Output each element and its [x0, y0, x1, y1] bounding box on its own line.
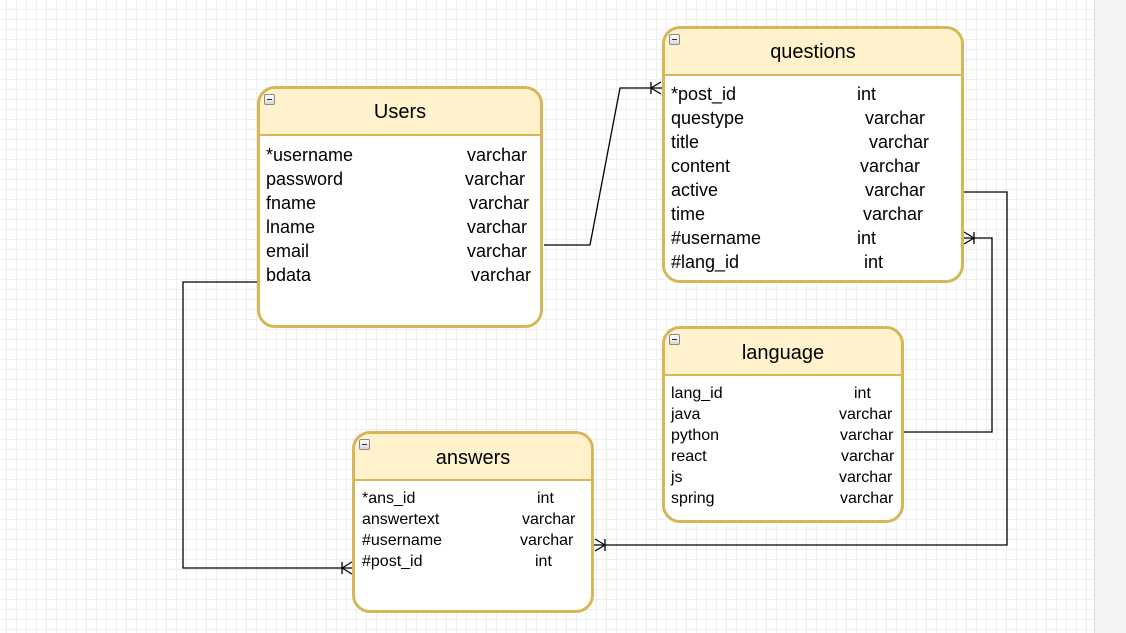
attribute-row[interactable]: questype varchar: [665, 108, 961, 132]
attribute-type: varchar: [520, 532, 574, 549]
attribute-list: *post_id int questype varchar title varc…: [665, 84, 961, 276]
attribute-name: js: [671, 469, 683, 486]
attribute-row[interactable]: java varchar: [665, 406, 901, 427]
attribute-name: title: [671, 132, 700, 152]
attribute-type: int: [857, 84, 877, 104]
attribute-type: varchar: [465, 169, 526, 189]
attribute-row[interactable]: js varchar: [665, 469, 901, 490]
entity-title: Users: [373, 101, 427, 123]
entity-title: answers: [435, 447, 511, 469]
attribute-type: varchar: [841, 448, 895, 465]
attribute-row[interactable]: #username int: [665, 228, 961, 252]
attribute-row[interactable]: answertext varchar: [355, 511, 591, 532]
attribute-type: varchar: [469, 193, 530, 213]
attribute-type: int: [535, 553, 552, 570]
attribute-list: lang_id int java varchar python varchar …: [665, 385, 901, 511]
attribute-row[interactable]: title varchar: [665, 132, 961, 156]
attribute-name: password: [266, 169, 344, 189]
attribute-name: fname: [266, 193, 317, 213]
entity-title: questions: [770, 41, 856, 63]
attribute-name: lname: [266, 217, 316, 237]
attribute-name: *ans_id: [362, 490, 416, 507]
attribute-row[interactable]: #post_id int: [355, 553, 591, 574]
attribute-name: answertext: [362, 511, 440, 528]
attribute-row[interactable]: lname varchar: [260, 217, 540, 241]
attribute-type: varchar: [467, 217, 528, 237]
attribute-list: *username varchar password varchar fname…: [260, 145, 540, 289]
relationship-connectors: [182, 81, 1008, 575]
collapse-minus-icon[interactable]: [669, 334, 680, 345]
attribute-type: varchar: [869, 132, 930, 152]
attribute-type: varchar: [865, 108, 926, 128]
attribute-type: varchar: [471, 265, 532, 285]
attribute-name: lang_id: [671, 385, 723, 402]
attribute-row[interactable]: react varchar: [665, 448, 901, 469]
attribute-type: varchar: [839, 469, 893, 486]
entity-header[interactable]: questions: [665, 29, 961, 76]
entity-title: language: [741, 342, 825, 364]
entity-header[interactable]: language: [665, 329, 901, 376]
collapse-minus-icon[interactable]: [264, 94, 275, 105]
attribute-name: #lang_id: [671, 252, 740, 272]
entity-users[interactable]: Users *username varchar password varchar…: [257, 86, 543, 328]
collapse-minus-icon[interactable]: [669, 34, 680, 45]
attribute-row[interactable]: spring varchar: [665, 490, 901, 511]
attribute-type: varchar: [840, 427, 894, 444]
attribute-name: react: [671, 448, 707, 465]
attribute-row[interactable]: fname varchar: [260, 193, 540, 217]
entity-questions[interactable]: questions *post_id int questype varchar …: [662, 26, 964, 283]
attribute-row[interactable]: time varchar: [665, 204, 961, 228]
attribute-type: varchar: [863, 204, 924, 224]
attribute-name: email: [266, 241, 310, 261]
attribute-row[interactable]: *username varchar: [260, 145, 540, 169]
attribute-row[interactable]: *ans_id int: [355, 490, 591, 511]
collapse-minus-icon[interactable]: [359, 439, 370, 450]
relation-questions-answers[interactable]: [594, 191, 1008, 552]
attribute-type: int: [537, 490, 554, 507]
attribute-row[interactable]: python varchar: [665, 427, 901, 448]
attribute-type: varchar: [467, 145, 528, 165]
attribute-name: *username: [266, 145, 354, 165]
attribute-name: java: [671, 406, 701, 423]
attribute-name: #username: [671, 228, 762, 248]
attribute-name: spring: [671, 490, 715, 507]
entity-language[interactable]: language lang_id int java varchar python…: [662, 326, 904, 523]
attribute-type: varchar: [860, 156, 921, 176]
format-panel-edge[interactable]: [1094, 0, 1126, 633]
attribute-type: varchar: [840, 490, 894, 507]
attribute-row[interactable]: lang_id int: [665, 385, 901, 406]
attribute-type: varchar: [467, 241, 528, 261]
attribute-row[interactable]: content varchar: [665, 156, 961, 180]
attribute-type: int: [854, 385, 871, 402]
relation-language-questions[interactable]: [903, 231, 993, 433]
attribute-name: python: [671, 427, 720, 444]
attribute-name: time: [671, 204, 706, 224]
entity-header[interactable]: Users: [260, 89, 540, 136]
attribute-row[interactable]: bdata varchar: [260, 265, 540, 289]
attribute-row[interactable]: #lang_id int: [665, 252, 961, 276]
attribute-name: active: [671, 180, 719, 200]
attribute-name: #username: [362, 532, 443, 549]
attribute-name: content: [671, 156, 731, 176]
attribute-type: varchar: [839, 406, 893, 423]
relation-users-questions[interactable]: [544, 81, 662, 246]
attribute-list: *ans_id int answertext varchar #username…: [355, 490, 591, 574]
attribute-row[interactable]: #username varchar: [355, 532, 591, 553]
attribute-row[interactable]: *post_id int: [665, 84, 961, 108]
attribute-row[interactable]: password varchar: [260, 169, 540, 193]
diagram-canvas[interactable]: Users *username varchar password varchar…: [0, 0, 1094, 633]
attribute-name: *post_id: [671, 84, 737, 104]
attribute-name: #post_id: [362, 553, 423, 570]
attribute-type: varchar: [865, 180, 926, 200]
attribute-type: int: [857, 228, 877, 248]
entity-answers[interactable]: answers *ans_id int answertext varchar #…: [352, 431, 594, 613]
relation-users-answers[interactable]: [182, 281, 353, 575]
attribute-name: questype: [671, 108, 745, 128]
entity-header[interactable]: answers: [355, 434, 591, 481]
attribute-name: bdata: [266, 265, 312, 285]
attribute-row[interactable]: email varchar: [260, 241, 540, 265]
attribute-row[interactable]: active varchar: [665, 180, 961, 204]
attribute-type: int: [864, 252, 884, 272]
attribute-type: varchar: [522, 511, 576, 528]
